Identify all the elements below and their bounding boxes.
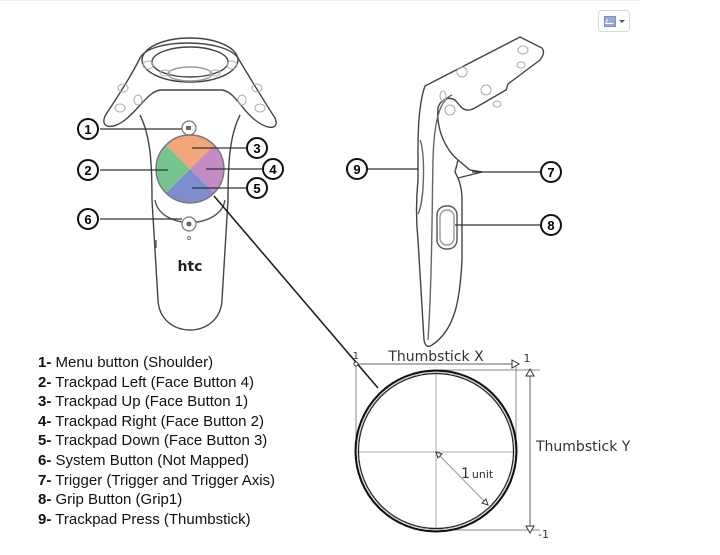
callout-4: 4 — [262, 158, 284, 180]
callout-8: 8 — [540, 214, 562, 236]
callout-2: 2 — [77, 159, 99, 181]
legend-item: 5- Trackpad Down (Face Button 3) — [38, 432, 268, 450]
svg-text:1: 1 — [84, 122, 91, 137]
x-min-label: -1 — [349, 351, 359, 362]
caret-down-icon — [618, 19, 625, 23]
svg-text:7: 7 — [547, 165, 554, 180]
tracking-ring — [103, 42, 277, 128]
svg-text:4: 4 — [269, 162, 277, 177]
legend-item: 7- Trigger (Trigger and Trigger Axis) — [38, 471, 276, 489]
top-divider — [0, 0, 640, 1]
legend-item: 9- Trackpad Press (Thumbstick) — [38, 510, 251, 528]
x-max-label: 1 — [524, 352, 531, 365]
image-options-button[interactable] — [598, 10, 630, 32]
callout-1: 1 — [77, 118, 99, 140]
trackpad-pointer-line — [213, 195, 379, 389]
handle — [139, 114, 241, 331]
callout-5: 5 — [246, 177, 268, 199]
svg-text:5: 5 — [253, 181, 260, 196]
legend-item: 1- Menu button (Shoulder) — [38, 354, 214, 371]
svg-text:6: 6 — [84, 212, 91, 227]
htc-logo: htc — [178, 259, 203, 275]
svg-text:2: 2 — [84, 163, 91, 178]
side-controller — [415, 36, 545, 348]
thumbstick-x-label: Thumbstick X — [387, 349, 484, 365]
legend-item: 6- System Button (Not Mapped) — [38, 451, 249, 469]
callout-3: 3 — [246, 137, 268, 159]
button-legend: 1- Menu button (Shoulder) 2- Trackpad Le… — [38, 353, 275, 529]
legend-item: 8- Grip Button (Grip1) — [38, 491, 183, 509]
legend-item: 3- Trackpad Up (Face Button 1) — [38, 393, 249, 411]
y-min-label: -1 — [538, 528, 549, 541]
svg-text:8: 8 — [547, 218, 554, 233]
legend-item: 4- Trackpad Right (Face Button 2) — [38, 412, 264, 430]
thumbstick-y-label: Thumbstick Y — [535, 439, 631, 455]
image-icon — [603, 15, 616, 27]
thumbstick-circle — [354, 369, 518, 533]
front-controller — [103, 37, 277, 331]
callout-6: 6 — [77, 208, 99, 230]
grip-button — [436, 205, 458, 250]
ring-top-inner — [151, 46, 229, 78]
callout-9: 9 — [346, 158, 368, 180]
svg-text:3: 3 — [253, 141, 260, 156]
legend-item: 2- Trackpad Left (Face Button 4) — [38, 373, 254, 391]
callout-7: 7 — [540, 161, 562, 183]
svg-text:9: 9 — [353, 162, 360, 177]
ring-top-outer — [141, 37, 239, 83]
